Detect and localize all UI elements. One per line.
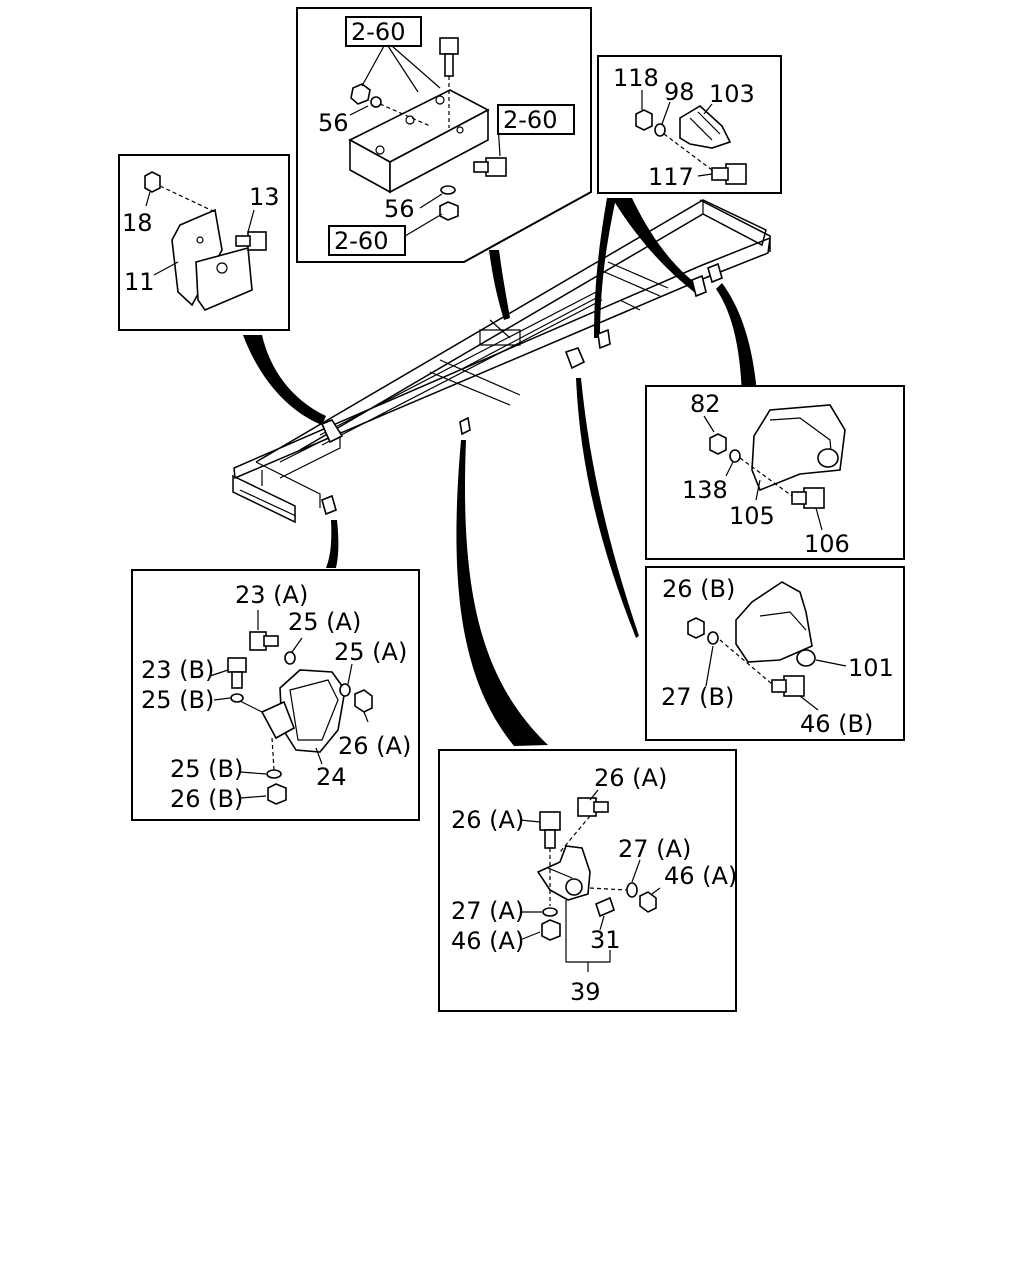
label-11: 11 [124, 268, 155, 296]
callout-leaders [243, 198, 758, 746]
label-105: 105 [729, 502, 775, 530]
panel-center-top: 2-60 2-60 2-60 56 56 [296, 7, 592, 263]
label-46b: 46 (B) [800, 710, 873, 738]
label-24: 24 [316, 763, 347, 791]
panel-mid-right: 82 138 105 106 [645, 385, 905, 560]
label-13: 13 [249, 183, 280, 211]
label-25b-2: 25 (B) [170, 755, 243, 783]
panel-top-right: 118 98 103 117 [597, 55, 782, 194]
label-26b: 26 (B) [662, 575, 735, 603]
label-27a-1: 27 (A) [618, 835, 691, 863]
panel-lower-right: 26 (B) 101 27 (B) 46 (B) [645, 566, 905, 741]
label-25a-2: 25 (A) [334, 638, 407, 666]
label-56-b: 56 [384, 195, 415, 223]
label-101: 101 [848, 654, 894, 682]
label-106: 106 [804, 530, 850, 558]
label-82: 82 [690, 390, 721, 418]
panel-top-left: 18 13 11 [118, 154, 290, 331]
label-2-60-c: 2-60 [334, 227, 388, 255]
chassis-frame [232, 199, 771, 524]
label-26a-2: 26 (A) [451, 806, 524, 834]
label-103: 103 [709, 80, 755, 108]
label-27a-2: 27 (A) [451, 897, 524, 925]
panel-left: 23 (A) 25 (A) 25 (A) 23 (B) 25 (B) 26 (A… [131, 569, 420, 821]
label-18: 18 [122, 209, 153, 237]
label-46a-2: 46 (A) [451, 927, 524, 955]
label-39: 39 [570, 978, 601, 1006]
panel-bottom: 26 (A) 26 (A) 27 (A) 46 (A) 27 (A) 46 (A… [438, 749, 737, 1012]
label-23b: 23 (B) [141, 656, 214, 684]
label-23a: 23 (A) [235, 581, 308, 609]
label-26a: 26 (A) [338, 732, 411, 760]
label-2-60-a: 2-60 [351, 18, 405, 46]
label-98: 98 [664, 78, 695, 106]
label-26b: 26 (B) [170, 785, 243, 813]
label-25a-1: 25 (A) [288, 608, 361, 636]
label-118: 118 [613, 64, 659, 92]
label-26a-1: 26 (A) [594, 764, 667, 792]
label-117: 117 [648, 163, 694, 191]
label-27b: 27 (B) [661, 683, 734, 711]
label-46a-1: 46 (A) [664, 862, 737, 890]
label-56-a: 56 [318, 109, 349, 137]
label-2-60-b: 2-60 [503, 106, 557, 134]
label-138: 138 [682, 476, 728, 504]
label-31: 31 [590, 926, 621, 954]
label-25b-1: 25 (B) [141, 686, 214, 714]
